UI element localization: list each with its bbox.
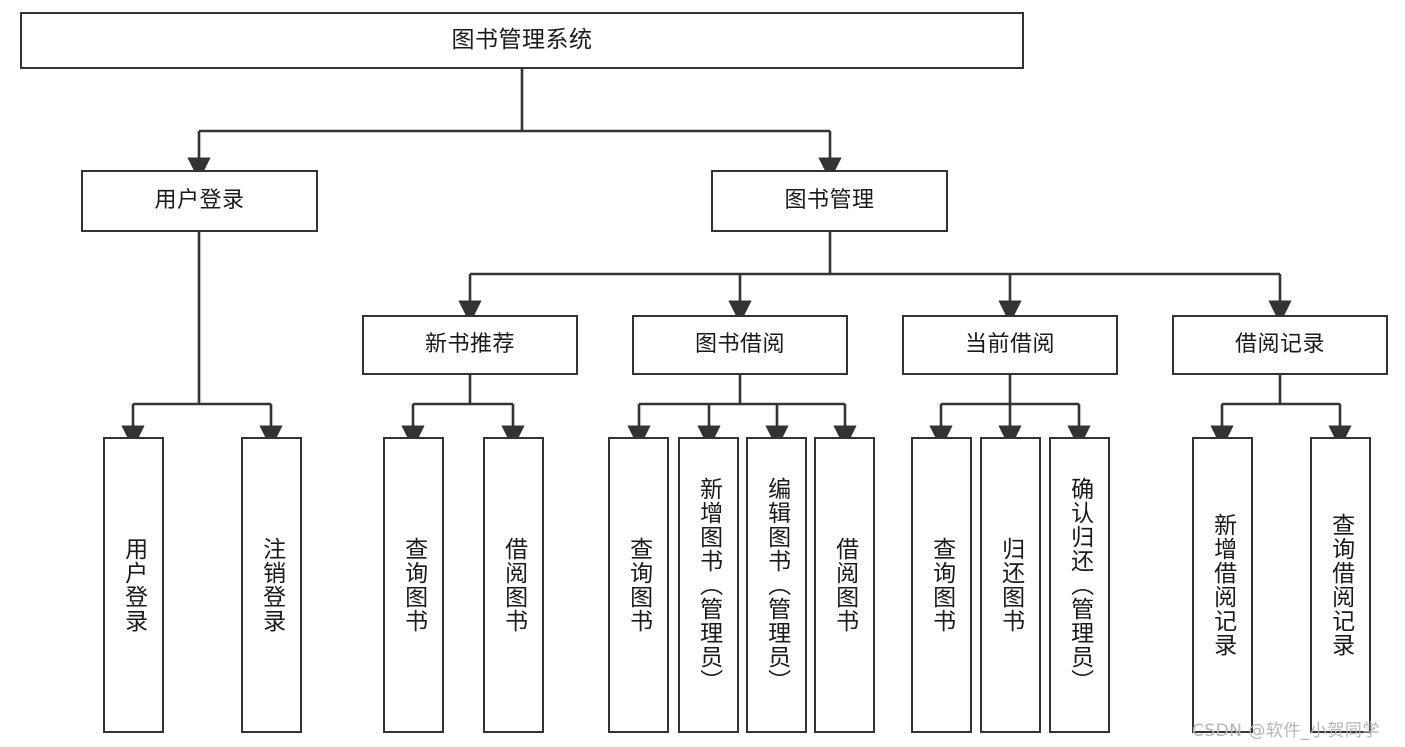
node-label: 借阅记录 [1234, 331, 1325, 357]
node-label: 用户登录 [120, 537, 147, 633]
leaf-query-book-current[interactable]: 查询图书 [911, 437, 972, 733]
leaf-query-book-borrowing[interactable]: 查询图书 [608, 437, 669, 733]
node-label: 图书借阅 [694, 331, 785, 357]
node-label: 查询图书 [928, 537, 955, 633]
node-borrowing-records[interactable]: 借阅记录 [1172, 315, 1388, 375]
leaf-query-book-recommendation[interactable]: 查询图书 [383, 437, 444, 733]
node-label: 注销登录 [258, 537, 285, 633]
node-root-system[interactable]: 图书管理系统 [20, 12, 1024, 69]
node-label: 当前借阅 [964, 331, 1055, 357]
leaf-edit-book-admin[interactable]: 编辑图书（管理员） [746, 437, 807, 733]
node-label: 图书管理 [784, 187, 875, 213]
leaf-borrow-book-recommendation[interactable]: 借阅图书 [483, 437, 544, 733]
node-label: 确认归还（管理员） [1066, 477, 1093, 693]
leaf-return-book[interactable]: 归还图书 [980, 437, 1041, 733]
node-label: 查询图书 [625, 537, 652, 633]
node-label: 借阅图书 [831, 537, 858, 633]
node-label: 查询图书 [400, 537, 427, 633]
node-label: 新书推荐 [424, 331, 515, 357]
node-book-borrowing[interactable]: 图书借阅 [632, 315, 848, 375]
csdn-watermark: CSDN @软件_小贺同学 [1192, 721, 1380, 741]
node-label: 编辑图书（管理员） [763, 477, 790, 693]
leaf-add-borrow-record[interactable]: 新增借阅记录 [1192, 437, 1253, 733]
leaf-add-book-admin[interactable]: 新增图书（管理员） [678, 437, 739, 733]
node-label: 归还图书 [997, 537, 1024, 633]
node-current-borrowing[interactable]: 当前借阅 [902, 315, 1118, 375]
node-label: 用户登录 [154, 187, 245, 213]
node-label: 新增借阅记录 [1209, 513, 1236, 657]
node-book-management[interactable]: 图书管理 [711, 170, 948, 232]
leaf-user-login[interactable]: 用户登录 [103, 437, 164, 733]
leaf-borrow-book[interactable]: 借阅图书 [814, 437, 875, 733]
node-label: 查询借阅记录 [1327, 513, 1354, 657]
leaf-confirm-return-admin[interactable]: 确认归还（管理员） [1049, 437, 1110, 733]
node-label: 图书管理系统 [451, 26, 593, 53]
leaf-query-borrow-record[interactable]: 查询借阅记录 [1310, 437, 1371, 733]
node-user-login[interactable]: 用户登录 [81, 170, 318, 232]
leaf-logout[interactable]: 注销登录 [241, 437, 302, 733]
node-label: 借阅图书 [500, 537, 527, 633]
node-label: 新增图书（管理员） [695, 477, 722, 693]
node-new-book-recommendation[interactable]: 新书推荐 [362, 315, 578, 375]
